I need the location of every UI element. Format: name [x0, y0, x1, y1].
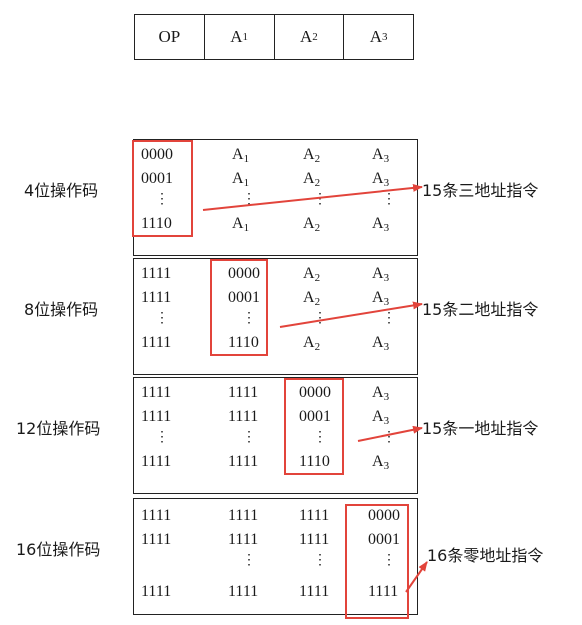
opcode-cell: 1111 [228, 531, 259, 548]
ellipsis: ⋮ [313, 553, 327, 568]
ellipsis: ⋮ [242, 430, 256, 445]
opcode-cell: 0000 [228, 265, 260, 282]
address-field-cell: A3 [372, 453, 390, 472]
opcode-cell: 0000 [141, 146, 173, 163]
address-field-cell: A2 [303, 265, 321, 284]
ellipsis: ⋮ [155, 430, 169, 445]
opcode-highlight-4 [345, 504, 409, 619]
opcode-cell: 1110 [141, 215, 172, 232]
instruction-count-label: 15条一地址指令 [422, 419, 539, 438]
opcode-highlight-1 [132, 140, 193, 237]
arrow-group-1 [202, 183, 423, 211]
ellipsis: ⋮ [155, 311, 169, 326]
arrow-group-4 [405, 561, 428, 593]
address-field-cell: A2 [303, 334, 321, 353]
address-field-cell: A3 [372, 408, 390, 427]
opcode-cell: 1111 [141, 507, 172, 524]
ellipsis: ⋮ [382, 192, 396, 207]
opcode-length-label: 16位操作码 [16, 540, 101, 559]
opcode-cell: 1111 [228, 583, 259, 600]
instruction-count-label: 15条三地址指令 [422, 181, 539, 200]
address-field-cell: A2 [303, 170, 321, 189]
ellipsis: ⋮ [242, 192, 256, 207]
address-field-cell: A3 [372, 265, 390, 284]
opcode-cell: 0001 [141, 170, 173, 187]
address-field-cell: A1 [232, 215, 250, 234]
opcode-cell: 1111 [228, 453, 259, 470]
opcode-cell: 0001 [228, 289, 260, 306]
opcode-cell: 0001 [299, 408, 331, 425]
opcode-group-4 [133, 498, 418, 615]
opcode-length-label: 8位操作码 [24, 300, 99, 319]
ellipsis: ⋮ [313, 192, 327, 207]
opcode-cell: 1111 [368, 583, 399, 600]
opcode-cell: 1111 [228, 408, 259, 425]
address-field-cell: A3 [372, 215, 390, 234]
opcode-cell: 1110 [228, 334, 259, 351]
opcode-cell: 1110 [299, 453, 330, 470]
address-field-cell: A2 [303, 146, 321, 165]
opcode-cell: 1111 [141, 334, 172, 351]
ellipsis: ⋮ [382, 553, 396, 568]
opcode-cell: 1111 [228, 507, 259, 524]
opcode-highlight-2 [210, 259, 268, 356]
address-field-cell: A3 [372, 334, 390, 353]
address-field-cell: A3 [372, 384, 390, 403]
opcode-cell: 0000 [368, 507, 400, 524]
opcode-group-3 [133, 377, 418, 494]
opcode-cell: 1111 [141, 265, 172, 282]
ellipsis: ⋮ [382, 311, 396, 326]
address-field-cell: A3 [372, 146, 390, 165]
opcode-cell: 1111 [299, 583, 330, 600]
opcode-group-2 [133, 258, 418, 375]
ellipsis: ⋮ [155, 192, 169, 207]
opcode-cell: 1111 [141, 531, 172, 548]
opcode-length-label: 12位操作码 [16, 419, 101, 438]
opcode-cell: 1111 [299, 531, 330, 548]
arrow-group-3 [357, 425, 423, 442]
opcode-length-label: 4位操作码 [24, 181, 99, 200]
address-field-cell: A2 [303, 215, 321, 234]
ellipsis: ⋮ [242, 553, 256, 568]
opcode-cell: 1111 [141, 583, 172, 600]
opcode-cell: 0000 [299, 384, 331, 401]
instruction-count-label: 15条二地址指令 [422, 300, 539, 319]
instruction-count-label: 16条零地址指令 [427, 546, 544, 565]
ellipsis: ⋮ [313, 430, 327, 445]
opcode-cell: 1111 [141, 384, 172, 401]
field-op: OP [135, 15, 205, 59]
address-field-cell: A2 [303, 289, 321, 308]
arrow-group-2 [279, 301, 423, 328]
address-field-cell: A3 [372, 170, 390, 189]
opcode-cell: 1111 [141, 408, 172, 425]
ellipsis: ⋮ [242, 311, 256, 326]
address-field-cell: A3 [372, 289, 390, 308]
opcode-cell: 1111 [141, 289, 172, 306]
address-field-cell: A1 [232, 170, 250, 189]
opcode-highlight-3 [284, 378, 344, 475]
address-field-cell: A1 [232, 146, 250, 165]
opcode-cell: 1111 [141, 453, 172, 470]
opcode-cell: 0001 [368, 531, 400, 548]
opcode-cell: 1111 [228, 384, 259, 401]
opcode-cell: 1111 [299, 507, 330, 524]
